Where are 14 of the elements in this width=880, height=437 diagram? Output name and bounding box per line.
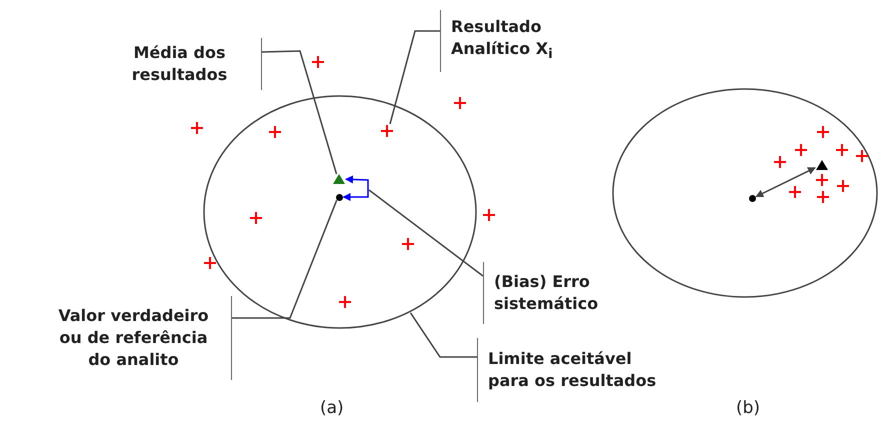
panel-label: (b): [736, 398, 760, 418]
panel-label: (a): [320, 398, 344, 418]
callout-text: (Bias) Erro sistemático: [483, 262, 633, 324]
callout-text: Valor verdadeiro ou de referência do analito: [46, 296, 232, 380]
callout-text: Média dos resultados: [108, 38, 262, 90]
leader-line: [410, 312, 477, 358]
callout-text: Resultado Analítico X$_{i}$: [440, 10, 580, 72]
leader-line: [262, 50, 338, 174]
double-arrow: [342, 175, 369, 201]
callout-text: Limite aceitável para os resultados: [477, 338, 667, 402]
double-arrow: [755, 167, 816, 198]
leader-line: [389, 30, 440, 124]
leader-line: [368, 189, 484, 277]
leader-line: [232, 200, 338, 319]
